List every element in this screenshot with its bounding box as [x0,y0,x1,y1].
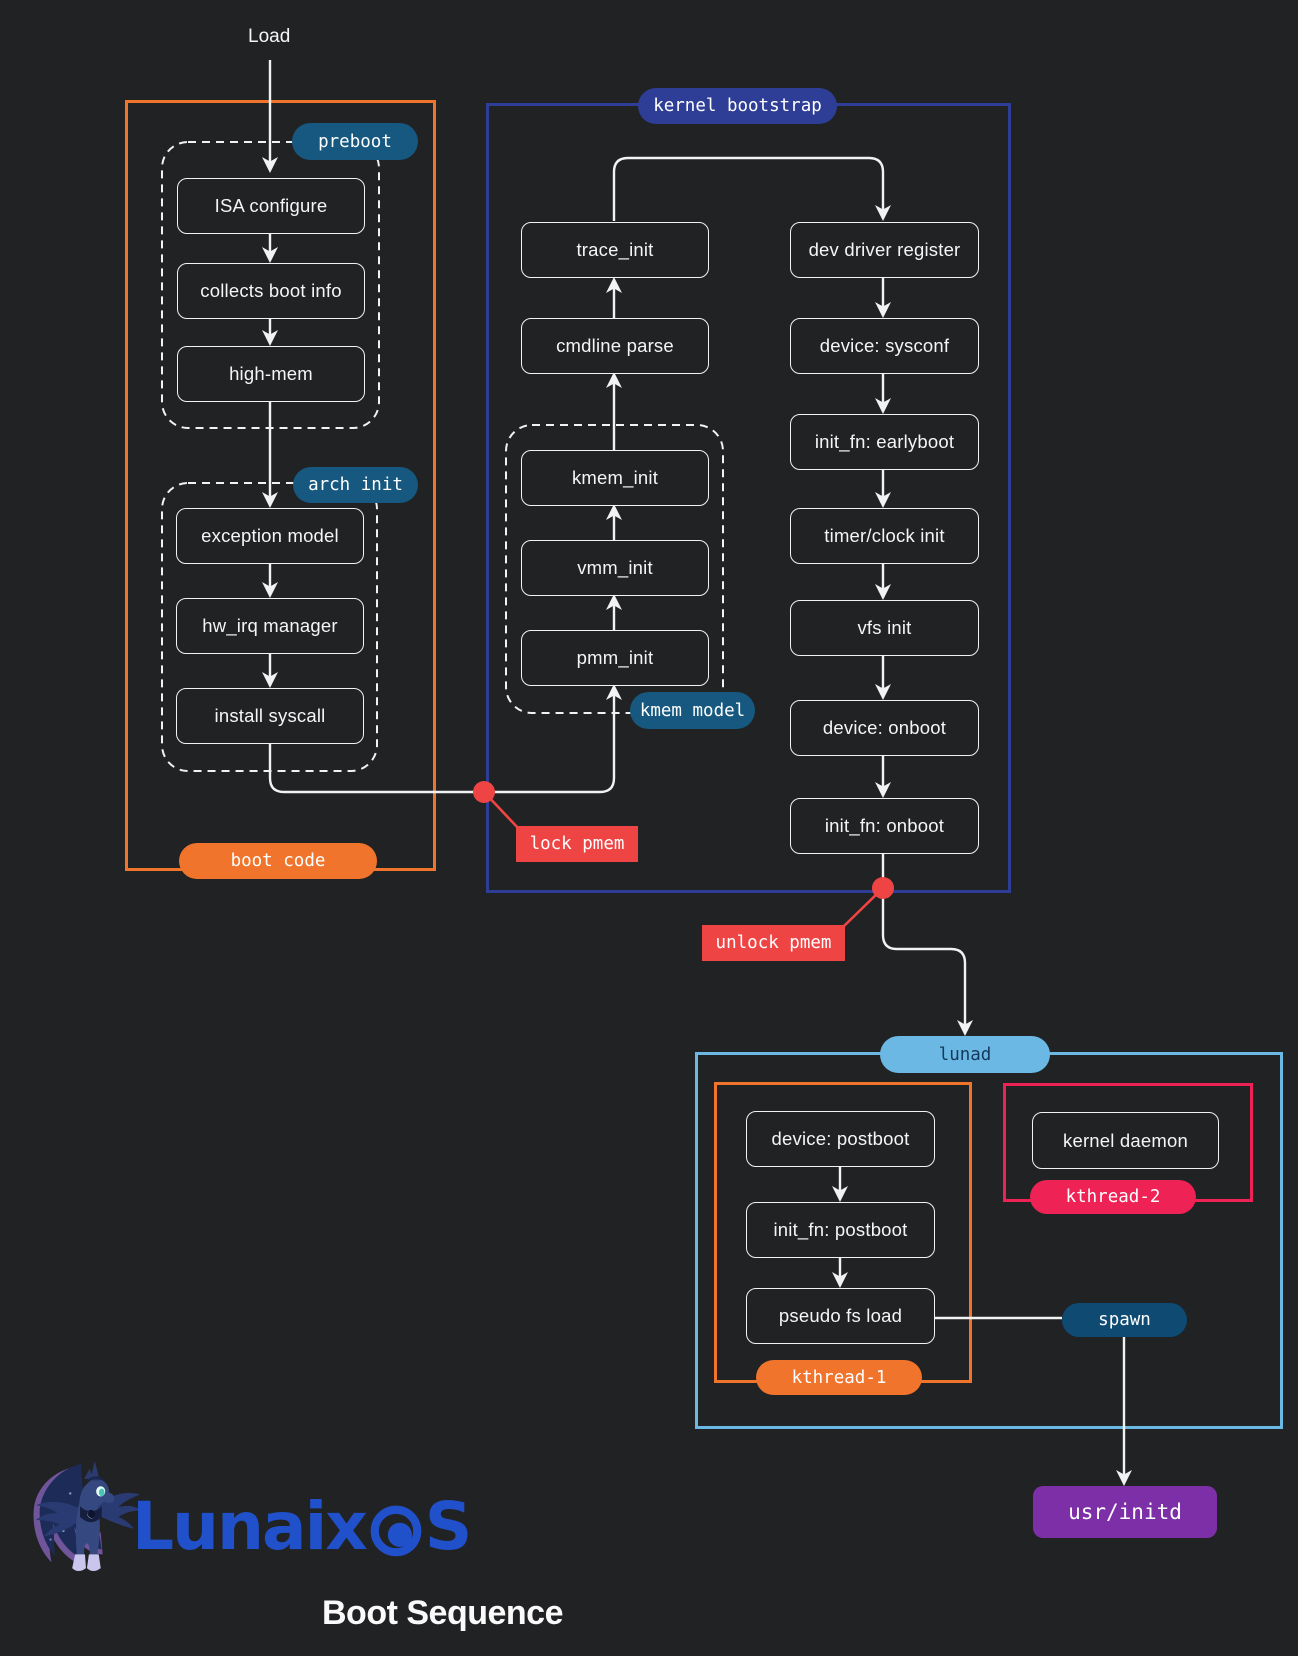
node-install-syscall: install syscall [176,688,364,744]
badge-kthread-1: kthread-1 [756,1360,922,1395]
node-init-fn-postboot: init_fn: postboot [746,1202,935,1258]
tag-unlock-pmem: unlock pmem [702,925,845,961]
badge-arch-init: arch init [293,467,418,503]
node-device-postboot: device: postboot [746,1111,935,1167]
brand-text-left: Lunaix [132,1488,368,1565]
node-cmdline-parse: cmdline parse [521,318,709,374]
node-trace-init: trace_init [521,222,709,278]
node-vmm-init: vmm_init [521,540,709,596]
node-hw-irq-manager: hw_irq manager [176,598,364,654]
node-collects-boot-info: collects boot info [177,263,365,319]
node-timer-clock-init: timer/clock init [790,508,979,564]
node-device-onboot: device: onboot [790,700,979,756]
badge-kernel-bootstrap: kernel bootstrap [638,88,837,124]
load-label: Load [248,26,291,47]
node-vfs-init: vfs init [790,600,979,656]
node-init-fn-onboot: init_fn: onboot [790,798,979,854]
logo-area [24,1448,142,1582]
node-device-sysconf: device: sysconf [790,318,979,374]
luna-mascot [33,1460,142,1572]
badge-preboot: preboot [292,123,418,160]
node-init-fn-earlyboot: init_fn: earlyboot [790,414,979,470]
brand-logo: Lunaix S [132,1488,473,1565]
badge-kmem-model: kmem model [630,692,755,729]
node-high-mem: high-mem [177,346,365,402]
node-exception-model: exception model [176,508,364,564]
badge-lunad: lunad [880,1036,1050,1073]
moon-o-icon [370,1505,422,1557]
node-kernel-daemon: kernel daemon [1032,1112,1219,1169]
page-subtitle: Boot Sequence [322,1594,563,1632]
badge-boot-code: boot code [179,843,377,879]
badge-kthread-2: kthread-2 [1030,1180,1196,1214]
node-pmm-init: pmm_init [521,630,709,686]
node-isa-configure: ISA configure [177,178,365,234]
node-pseudo-fs-load: pseudo fs load [746,1288,935,1344]
brand-text-right: S [424,1488,473,1565]
node-dev-driver-register: dev driver register [790,222,979,278]
node-usr-initd: usr/initd [1033,1486,1217,1538]
node-kmem-init: kmem_init [521,450,709,506]
tag-lock-pmem: lock pmem [516,826,638,862]
badge-spawn: spawn [1062,1303,1187,1337]
